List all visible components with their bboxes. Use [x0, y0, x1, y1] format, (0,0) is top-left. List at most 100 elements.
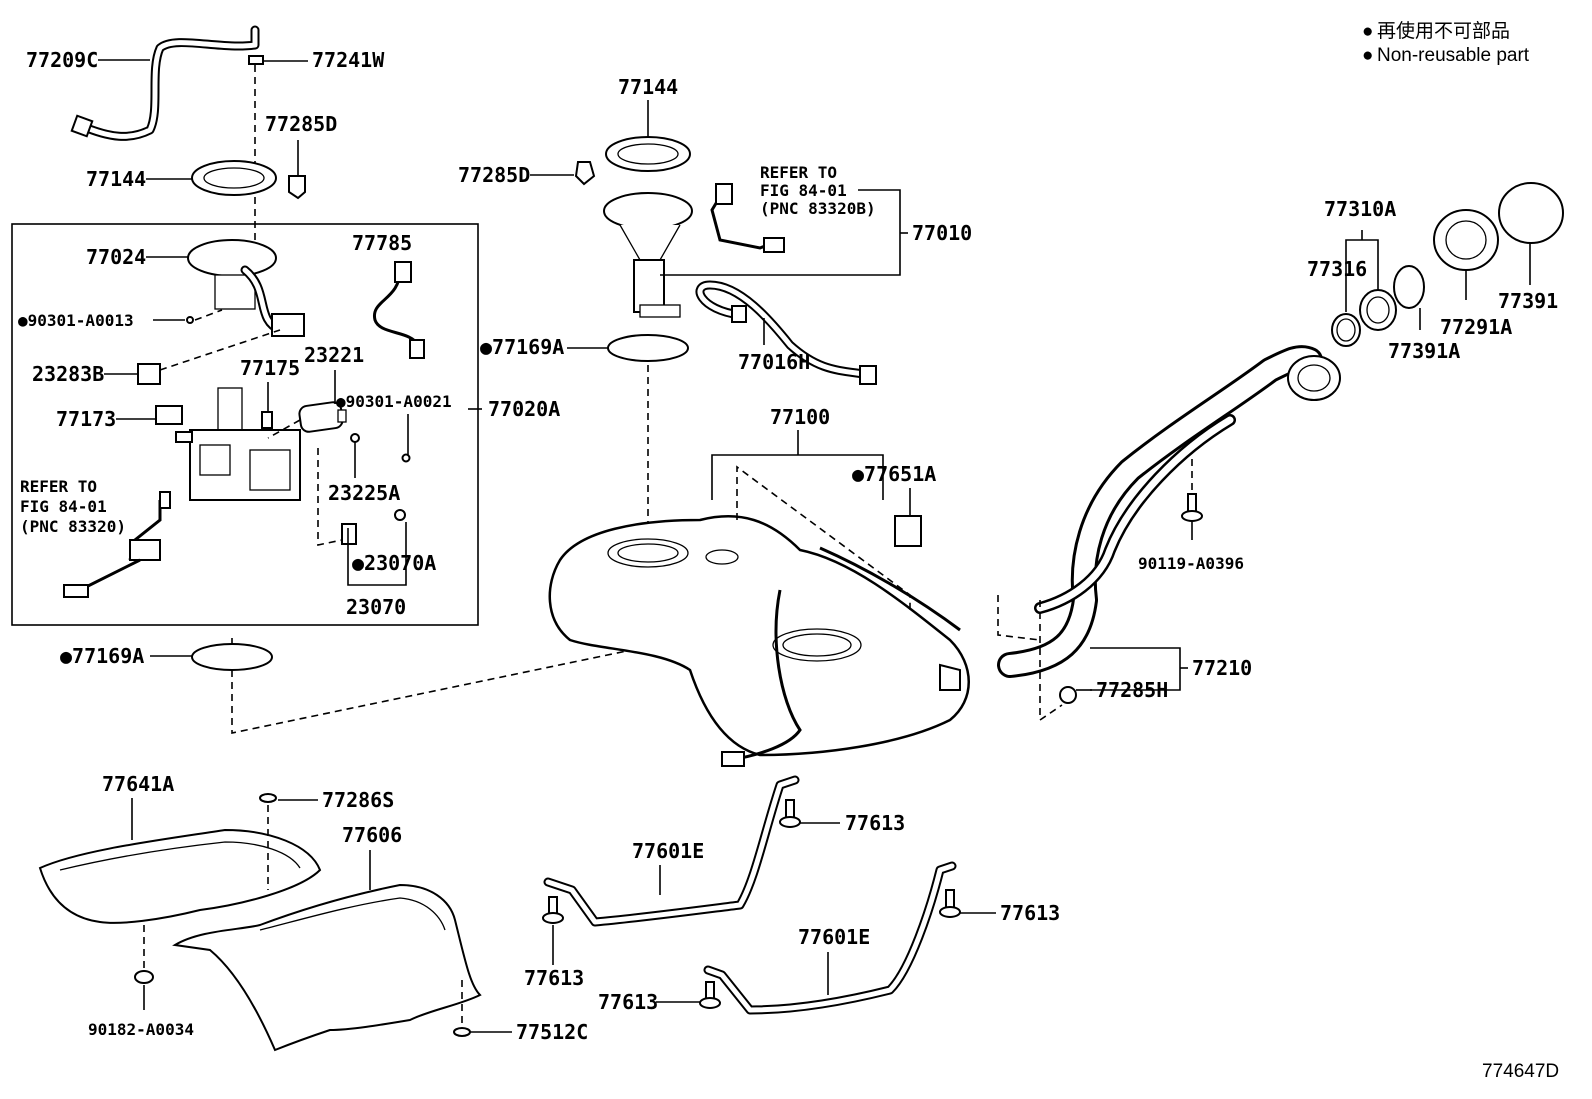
refer-mid-line2: FIG 84-01	[760, 181, 847, 200]
label-23221: 23221	[304, 343, 364, 367]
o-ring-23070a-part	[394, 509, 406, 521]
cap-77310a-part	[1359, 289, 1397, 331]
fuel-pump-subassembly-frame	[11, 223, 479, 626]
protector-77606-part	[172, 883, 482, 1052]
leader-lines	[98, 59, 1531, 1033]
label-77613-b: 77613	[524, 966, 584, 990]
figure-id: 774647D	[1482, 1061, 1559, 1082]
regulator-23283b-part	[137, 363, 161, 385]
gasket-77169a-left-part	[191, 643, 273, 671]
label-77173: 77173	[56, 407, 116, 431]
harness-77785-part	[373, 261, 425, 359]
refer-left-line1: REFER TO	[20, 477, 97, 496]
label-77391a: 77391A	[1388, 339, 1460, 363]
hose-77209c-part	[70, 25, 260, 141]
strap-77601e-b-part	[703, 861, 957, 1015]
nut-77512c-part	[453, 1027, 471, 1037]
clip-77241w-part	[248, 55, 264, 65]
legend-marker-jp: ●	[1362, 21, 1373, 42]
nut-90182-a0034-part	[134, 970, 154, 984]
gauge-sender-left-part	[63, 491, 171, 598]
label-77144-mid: 77144	[618, 75, 678, 99]
legend-marker-en: ●	[1362, 45, 1373, 66]
bolt-77613-d-part	[699, 981, 721, 1009]
filter-23070-part	[341, 523, 357, 545]
label-77020a: 77020A	[488, 397, 560, 421]
clip-77285d-mid-part	[574, 161, 596, 186]
label-77285d-mid: 77285D	[458, 163, 530, 187]
legend-en: Non-reusable part	[1377, 45, 1530, 66]
legend: 再使用不可部品 ● Non-reusable part ●	[1362, 20, 1530, 66]
gasket-77391a-part	[1393, 265, 1425, 309]
clip-77285d-left-part	[288, 175, 306, 200]
label-77785: 77785	[352, 231, 412, 255]
bolt-77613-a-part	[779, 799, 801, 828]
label-77175: 77175	[240, 356, 300, 380]
label-77310a: 77310A	[1324, 197, 1396, 221]
clip-77285h-part	[1059, 686, 1077, 704]
label-90301-a0013: ●90301-A0013	[18, 311, 134, 330]
label-23225a: 23225A	[328, 481, 400, 505]
bolt-77613-c-part	[939, 889, 961, 918]
bracket-77173-part	[155, 405, 183, 425]
label-23070: 23070	[346, 595, 406, 619]
cover-77391-part	[1498, 182, 1564, 244]
lock-ring-77144-mid-part	[605, 136, 691, 172]
o-ring-90301-a0021-part	[401, 453, 411, 463]
gasket-77169a-mid-part	[607, 334, 689, 362]
label-77144-left: 77144	[86, 167, 146, 191]
o-ring-90301-a0013-part	[186, 316, 194, 324]
fuel-sender-77024-part	[187, 239, 305, 337]
bolt-90119-a0396-part	[1181, 493, 1203, 522]
lock-ring-77144-left-part	[191, 160, 277, 196]
protector-77641a-part	[38, 828, 322, 924]
label-23070a: ●23070A	[352, 551, 436, 575]
label-77512c: 77512C	[516, 1020, 588, 1044]
tube-77016h-part	[695, 280, 877, 385]
label-90301-a0021: ●90301-A0021	[336, 392, 452, 411]
label-90119-a0396: 90119-A0396	[1138, 554, 1244, 573]
bolt-77175-part	[261, 411, 273, 429]
valve-77651a-part	[894, 515, 922, 547]
refer-mid-line1: REFER TO	[760, 163, 837, 182]
door-77291a-part	[1433, 209, 1499, 271]
label-77016h: 77016H	[738, 350, 810, 374]
label-77641a: 77641A	[102, 772, 174, 796]
label-23283b: 23283B	[32, 362, 104, 386]
filler-pipe-77210-part	[997, 345, 1341, 678]
label-77100: 77100	[770, 405, 830, 429]
label-77285h: 77285H	[1096, 678, 1168, 702]
refer-mid-line3: (PNC 83320B)	[760, 199, 876, 218]
label-77210: 77210	[1192, 656, 1252, 680]
gasket-77316-part	[1331, 313, 1361, 347]
label-77391: 77391	[1498, 289, 1558, 313]
fuel-tank-77100-part	[548, 515, 970, 767]
label-77241w: 77241W	[312, 48, 385, 72]
label-77285d-left: 77285D	[265, 112, 337, 136]
label-77169a-left: ●77169A	[60, 644, 144, 668]
label-77316: 77316	[1307, 257, 1367, 281]
label-90182-a0034: 90182-A0034	[88, 1020, 194, 1039]
seal-23225a-part	[350, 433, 360, 443]
label-77613-d: 77613	[598, 990, 658, 1014]
fuel-sender-77010-part	[603, 192, 693, 318]
legend-jp: 再使用不可部品	[1377, 20, 1510, 42]
label-77010: 77010	[912, 221, 972, 245]
refer-left-line3: (PNC 83320)	[20, 517, 126, 536]
part-labels: 77209C 77241W 77285D 77144 77024 77785 ●…	[18, 48, 1559, 1082]
label-77601e-a: 77601E	[632, 839, 704, 863]
pump-body-77020a-part	[175, 387, 301, 501]
label-77169a-mid: ●77169A	[480, 335, 564, 359]
label-77613-a: 77613	[845, 811, 905, 835]
bolt-77613-b-part	[542, 896, 564, 924]
fuel-pump-23221-part	[298, 401, 347, 433]
label-77606: 77606	[342, 823, 402, 847]
label-77613-c: 77613	[1000, 901, 1060, 925]
label-77209c: 77209C	[26, 48, 98, 72]
label-77286s: 77286S	[322, 788, 394, 812]
strap-77601e-a-part	[543, 775, 800, 927]
harness-83320b-part	[710, 183, 785, 253]
label-77601e-b: 77601E	[798, 925, 870, 949]
